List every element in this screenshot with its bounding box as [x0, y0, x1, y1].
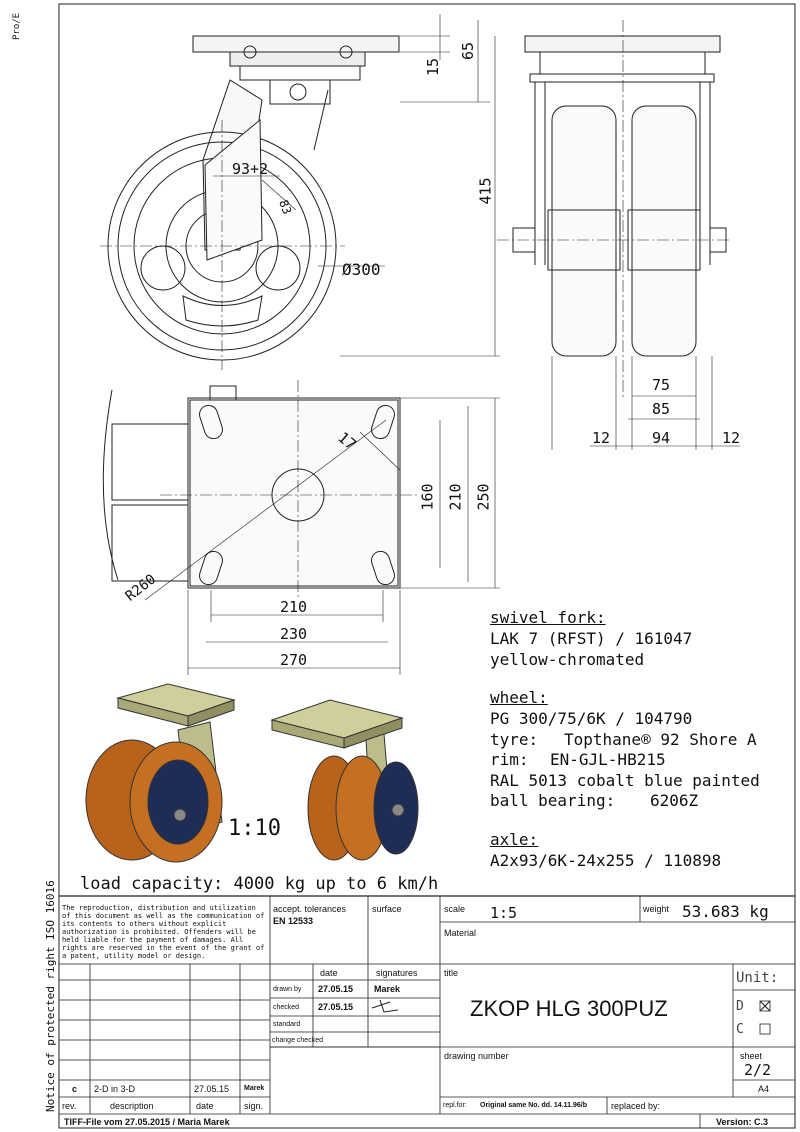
axle-line1: A2x93/6K-24x255 / 110898 — [490, 851, 722, 870]
copyright-notice: The reproduction, distribution and utili… — [62, 904, 265, 960]
scale-label: scale — [444, 904, 466, 914]
dim-415: 415 — [476, 177, 495, 205]
wheel-rim: rim:EN-GJL-HB215 — [490, 750, 666, 769]
dim-270: 270 — [280, 651, 308, 669]
drawn-by-label: drawn by — [273, 986, 302, 993]
dim-210-horizontal: 210 — [280, 598, 308, 616]
wheel-tyre: tyre:Topthane® 92 Shore A — [490, 730, 757, 749]
unit-c-label: C — [736, 1022, 744, 1037]
replaced-by-label: replaced by: — [611, 1101, 661, 1111]
drawing-title: ZKOP HLG 300PUZ — [470, 996, 668, 1021]
load-capacity: load capacity: 4000 kg up to 6 km/h — [80, 874, 439, 894]
tiff-note: TIFF-File vom 27.05.2015 / Maria Marek — [64, 1117, 230, 1127]
checked-label: checked — [273, 1004, 300, 1011]
drawn-by-date: 27.05.15 — [318, 984, 354, 994]
replaces-label: repl.for: — [443, 1102, 467, 1109]
wheel-heading: wheel: — [490, 688, 548, 707]
dim-12-right: 12 — [722, 429, 741, 447]
front-view — [497, 20, 740, 450]
plate-view — [102, 380, 500, 675]
dim-160: 160 — [418, 483, 437, 511]
signature-mark — [371, 999, 399, 1013]
dim-15: 15 — [424, 57, 443, 77]
wheel-color: RAL 5013 cobalt blue painted — [490, 771, 760, 790]
title-block-grid — [59, 896, 795, 1128]
date-header: date — [320, 968, 338, 978]
version-label: Version: C.3 — [716, 1117, 769, 1127]
rev-header: rev. — [62, 1101, 77, 1111]
drawing-number-label: drawing number — [444, 1051, 509, 1061]
dim-250: 250 — [474, 483, 493, 511]
dim-210-vertical: 210 — [446, 483, 465, 511]
dim-94: 94 — [652, 429, 671, 447]
revision-date-header: date — [196, 1101, 214, 1111]
drawing-scale-label: 1:10 — [228, 816, 281, 841]
wheel-line1: PG 300/75/6K / 104790 — [490, 709, 693, 728]
dim-75: 75 — [652, 376, 671, 394]
swivel-fork-line1: LAK 7 (RFST) / 161047 — [490, 629, 693, 648]
material-label: Material — [444, 928, 477, 938]
dim-230: 230 — [280, 625, 308, 643]
axle-heading: axle: — [490, 830, 539, 849]
wheel-bearing: ball bearing:6206Z — [490, 791, 699, 810]
revision-date-value: 27.05.15 — [194, 1084, 230, 1094]
sheet-label: sheet — [740, 1051, 763, 1061]
swivel-fork-line2: yellow-chromated — [490, 650, 645, 669]
swivel-fork-heading: swivel fork: — [490, 608, 606, 627]
surface-label: surface — [372, 904, 402, 914]
revision-sign-value: Marek — [244, 1085, 265, 1092]
unit-label: Unit: — [736, 970, 779, 986]
drawn-by-signature: Marek — [374, 984, 401, 994]
weight-label: weight — [643, 904, 670, 914]
signatures-header: signatures — [376, 968, 418, 978]
replaces-value: Original same No. dd. 14.11.96/b — [480, 1102, 587, 1109]
unit-d-checkbox — [759, 1000, 771, 1012]
side-view — [100, 14, 500, 370]
standard-label: standard — [273, 1021, 301, 1028]
side-label-top: Pro/E — [12, 12, 22, 40]
checked-date: 27.05.15 — [318, 1002, 354, 1012]
unit-c-checkbox — [759, 1023, 771, 1035]
weight-value: 53.683 kg — [682, 902, 769, 921]
accept-tolerances-value: EN 12533 — [273, 916, 314, 926]
description-value: 2-D in 3-D — [94, 1084, 136, 1094]
iso-render-small — [270, 699, 419, 861]
dim-93: 93+2 — [232, 160, 269, 178]
sign-header: sign. — [244, 1101, 264, 1111]
title-label: title — [444, 968, 459, 978]
accept-tolerances-label: accept. tolerances — [273, 904, 347, 914]
scale-value: 1:5 — [490, 904, 518, 922]
dim-65: 65 — [459, 41, 478, 61]
side-label-bottom: Notice of protected right ISO 16016 — [44, 880, 57, 1112]
rev-value: c — [72, 1084, 78, 1094]
dim-300: Ø300 — [342, 260, 381, 279]
change-checked-label: change checked — [272, 1037, 323, 1044]
sheet-format: A4 — [758, 1084, 770, 1094]
unit-d-label: D — [736, 999, 744, 1014]
dim-12-left: 12 — [592, 429, 611, 447]
sheet-value: 2/2 — [744, 1061, 772, 1079]
dim-85: 85 — [652, 400, 671, 418]
description-header: description — [110, 1101, 154, 1111]
iso-render-large — [85, 683, 236, 863]
